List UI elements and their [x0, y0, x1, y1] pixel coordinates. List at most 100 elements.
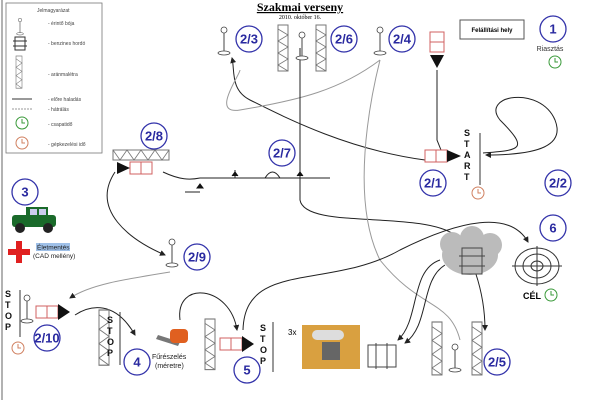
machine-clock-icon [471, 186, 485, 200]
svg-text:2/7: 2/7 [273, 146, 291, 161]
station-2-9: 2/9 [183, 243, 211, 271]
svg-text:5: 5 [243, 363, 250, 378]
svg-text:P: P [5, 322, 11, 332]
buoy-icon [20, 294, 34, 324]
trolley [424, 149, 448, 163]
svg-text:T: T [260, 334, 266, 344]
legend-heading: Jelmagyarázat [37, 8, 70, 14]
buoy-icon [217, 26, 231, 56]
station-5: 5 [233, 356, 261, 384]
arrow-marks [196, 171, 304, 189]
path-forward [74, 307, 136, 336]
buoy-icon [448, 343, 462, 373]
legend-item: - érintő bója [48, 21, 75, 27]
trolley [219, 337, 243, 351]
target-icon [512, 246, 562, 286]
legend-item: - benzines hordó [48, 41, 85, 47]
path-forward [404, 264, 446, 344]
trolley [35, 305, 59, 319]
ladder [471, 321, 483, 376]
trolley [129, 161, 153, 175]
path-forward [436, 70, 444, 156]
rescue-label: Életmentés [37, 243, 70, 252]
machine-clock-icon [15, 136, 29, 150]
alarm-label: Riasztás [537, 46, 564, 53]
buoy-icon [295, 31, 309, 61]
svg-text:R: R [464, 161, 471, 171]
title: Szakmai verseny [257, 0, 343, 14]
setup-label: Felállítási hely [471, 28, 513, 34]
station-6: 6 [539, 214, 567, 242]
svg-text:A: A [464, 150, 471, 160]
legend-item: - előre haladás [48, 97, 82, 103]
svg-text:T: T [464, 172, 470, 182]
svg-text:2/1: 2/1 [424, 176, 442, 191]
ladder [277, 24, 289, 72]
ladder [204, 318, 216, 371]
car-icon [12, 207, 56, 233]
legend-item: - hátrálás [48, 107, 69, 113]
station-2-4: 2/4 [388, 25, 416, 53]
svg-text:S: S [107, 315, 113, 325]
svg-text:1: 1 [549, 22, 556, 37]
path-forward [230, 57, 426, 161]
station-2-6: 2/6 [330, 25, 358, 53]
legend: Jelmagyarázat - érintő bója - benzines h… [5, 2, 103, 154]
barrel-icon [367, 343, 397, 369]
barrel-icon [459, 247, 485, 275]
path-forward [242, 221, 529, 331]
svg-text:T: T [107, 326, 113, 336]
station-4: 4 [123, 348, 151, 376]
legend-item: - aránmalétra [48, 72, 78, 78]
team-clock-icon [15, 116, 29, 130]
station-2-2: 2/2 [544, 169, 572, 197]
buoy-icon [165, 238, 179, 268]
svg-text:O: O [107, 337, 114, 347]
svg-text:3: 3 [21, 185, 28, 200]
path-reverse [69, 271, 171, 299]
svg-text:O: O [260, 345, 267, 355]
path-reverse [226, 59, 381, 111]
red-cross-icon [8, 241, 30, 263]
path-forward [106, 171, 166, 256]
chainsaw-icon [156, 329, 188, 346]
station-2-3: 2/3 [235, 25, 263, 53]
svg-text:T: T [464, 139, 470, 149]
rescue-sublabel: (CAD mellény) [33, 253, 75, 260]
svg-text:6: 6 [549, 221, 556, 236]
svg-text:P: P [107, 348, 113, 358]
svg-text:S: S [5, 289, 11, 299]
trolley-vertical [429, 31, 445, 68]
path-forward [299, 48, 488, 331]
station-2-1: 2/1 [419, 169, 447, 197]
svg-text:2/8: 2/8 [145, 129, 163, 144]
svg-text:2/10: 2/10 [34, 331, 59, 346]
svg-text:S: S [464, 128, 470, 138]
station-2-10: 2/10 [33, 324, 61, 352]
station-2-7: 2/7 [268, 139, 296, 167]
path-forward [179, 292, 240, 331]
machine-clock-icon [11, 341, 25, 355]
station-2-8: 2/8 [140, 122, 168, 150]
goal-label: CÉL [523, 291, 542, 301]
svg-text:2/6: 2/6 [335, 32, 353, 47]
sawing-label: Fűrészelés [152, 354, 187, 361]
ladder [315, 24, 327, 72]
svg-text:2/3: 2/3 [240, 32, 258, 47]
svg-text:T: T [5, 300, 11, 310]
breathing-apparatus-photo [302, 325, 360, 369]
team-clock-icon [544, 288, 558, 302]
ladder [431, 321, 443, 376]
path-forward [482, 97, 558, 158]
station-2-5: 2/5 [483, 348, 511, 376]
barrel-icon [13, 36, 27, 51]
team-clock-icon [548, 55, 562, 69]
ladder-icon [15, 55, 23, 89]
date: 2010. október 16. [279, 15, 322, 21]
path-reverse [363, 59, 461, 341]
path-forward [162, 171, 330, 180]
ladder-horizontal [112, 149, 170, 161]
